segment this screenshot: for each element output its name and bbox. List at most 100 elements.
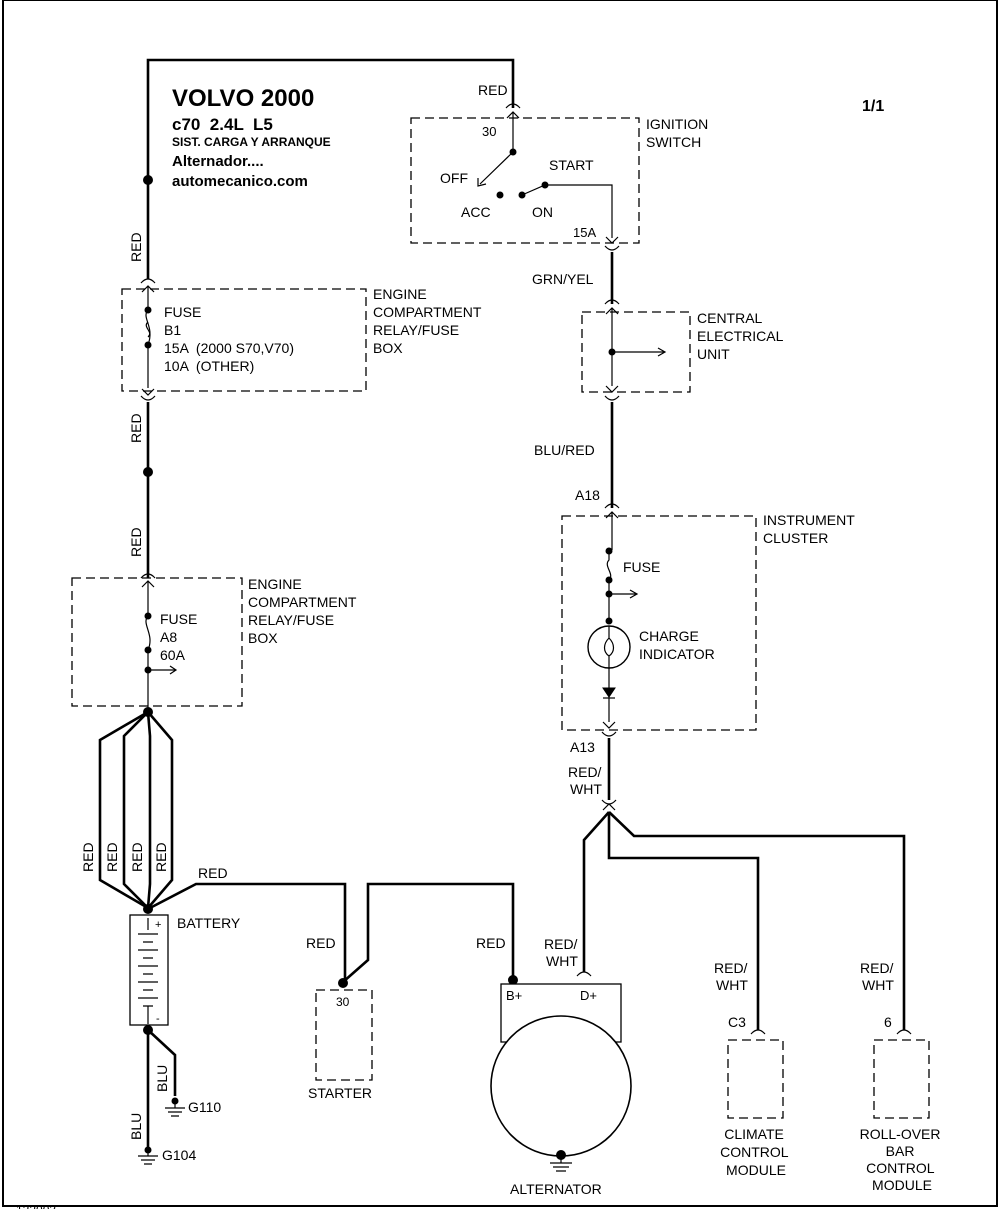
- wire-red-wht-to-climate: [607, 812, 760, 1030]
- wire-label-red: RED: [128, 232, 144, 262]
- label-line: CHARGE: [639, 628, 699, 644]
- ignition-terminal-15a: 15A: [573, 225, 596, 240]
- connector: [604, 503, 620, 550]
- label-line: UNIT: [697, 346, 730, 362]
- label-line: RELAY/FUSE: [248, 612, 334, 628]
- wire-label-red: RED: [153, 842, 169, 872]
- wire-label-red: RED: [306, 935, 336, 951]
- starter-label: STARTER: [308, 1085, 372, 1101]
- climate-terminal: C3: [728, 1014, 746, 1030]
- starter-terminal: 30: [336, 995, 350, 1009]
- connector: [604, 299, 620, 386]
- wire-red-feed-1: [98, 710, 149, 910]
- ceu-label: CENTRAL ELECTRICAL UNIT: [697, 310, 787, 362]
- wire-red-top: [146, 58, 515, 279]
- connector: [896, 1029, 912, 1035]
- fuse-a8-arrow: [148, 665, 178, 675]
- figure-id: 122003: [16, 1203, 56, 1209]
- charge-indicator-filament: [603, 626, 615, 668]
- battery-minus: -: [156, 1013, 160, 1025]
- fuse-b1-line: FUSE: [164, 304, 201, 320]
- wire-label-blu-red: BLU/RED: [534, 442, 595, 458]
- label-line: BAR: [886, 1143, 915, 1159]
- cluster-arrow: [609, 589, 639, 599]
- fuse-b1-link: [145, 309, 151, 346]
- subject-line: Alternador....: [172, 153, 264, 170]
- starter: [315, 989, 373, 1081]
- label-line: ENGINE: [373, 286, 427, 302]
- ignition-switch-label: IGNITION SWITCH: [646, 116, 712, 150]
- connector: [140, 388, 156, 401]
- label-line: COMPARTMENT: [248, 594, 357, 610]
- instrument-cluster-label: INSTRUMENT CLUSTER: [763, 512, 858, 546]
- splice-dot: [508, 975, 518, 985]
- rollover-terminal: 6: [884, 1014, 892, 1030]
- wire-label-red: RED: [478, 82, 508, 98]
- label-line: CENTRAL: [697, 310, 763, 326]
- label-line: CLIMATE: [724, 1126, 784, 1142]
- label-line: MODULE: [872, 1177, 932, 1193]
- ignition-switch: [410, 117, 640, 244]
- ignition-off: OFF: [440, 170, 468, 186]
- fuse-b1-line: B1: [164, 322, 181, 338]
- cluster-node: [605, 576, 613, 584]
- fuse-a8-line: FUSE: [160, 611, 197, 627]
- fuse-box-b1: [121, 288, 367, 392]
- central-electrical-unit: [581, 311, 691, 393]
- splice-dot: [143, 175, 153, 185]
- ignition-terminal-30: 30: [482, 124, 496, 139]
- wire-label-red: RED: [129, 842, 145, 872]
- wire-red-starter-alternator: [342, 882, 515, 983]
- label-line: CLUSTER: [763, 530, 828, 546]
- cluster-diode: [602, 687, 616, 698]
- fuse-a8-node: [144, 646, 152, 654]
- switch-start-blade: [521, 184, 565, 196]
- label-line: COMPARTMENT: [373, 304, 482, 320]
- label-line: BOX: [248, 630, 278, 646]
- ground-symbol: [138, 1150, 158, 1165]
- ground-g104-label: G104: [162, 1147, 196, 1163]
- alternator-label: ALTERNATOR: [510, 1181, 602, 1197]
- connector: [601, 799, 617, 811]
- connector: [505, 103, 521, 152]
- label-line: ENGINE: [248, 576, 302, 592]
- label-line: IGNITION: [646, 116, 708, 132]
- ground-g110-label: G110: [188, 1099, 221, 1115]
- label-line: ELECTRICAL: [697, 328, 784, 344]
- climate-module-label: CLIMATE CONTROL MODULE: [720, 1126, 792, 1178]
- wire-label-red: RED: [476, 935, 506, 951]
- alternator-terminal-d: D+: [580, 988, 597, 1003]
- wire-label-red: RED: [80, 842, 96, 872]
- cluster-fuse: [606, 551, 612, 620]
- label-line: WHT: [546, 953, 578, 969]
- wire-red-feed-4: [147, 711, 174, 909]
- wire-label-grn-yel: GRN/YEL: [532, 271, 594, 287]
- label-line: RELAY/FUSE: [373, 322, 459, 338]
- switch-blade: [477, 151, 514, 187]
- climate-control-module: [727, 1039, 784, 1119]
- label-line: RED/: [568, 764, 602, 780]
- battery-cells: [138, 918, 158, 1024]
- title: VOLVO 2000: [172, 85, 314, 112]
- connector: [601, 721, 617, 737]
- ground-symbol: [165, 1101, 185, 1117]
- instrument-cluster: [561, 515, 757, 731]
- ignition-start: START: [549, 157, 594, 173]
- connector: [604, 236, 620, 251]
- ignition-on: ON: [532, 204, 553, 220]
- charge-indicator-label: CHARGE INDICATOR: [639, 628, 715, 662]
- wire-label-red-wht: RED/ WHT: [714, 960, 751, 993]
- label-line: ROLL-OVER: [860, 1126, 941, 1142]
- label-line: SWITCH: [646, 134, 701, 150]
- alternator-body: [490, 1015, 632, 1157]
- wire-red-feed-2: [122, 711, 149, 909]
- cluster-terminal-a18: A18: [575, 487, 600, 503]
- label-line: CONTROL: [866, 1160, 935, 1176]
- ceu-arrow: [612, 347, 667, 357]
- wire-red-feed-3: [146, 711, 152, 909]
- fuse-a8-line: A8: [160, 629, 177, 645]
- wire-label-red: RED: [128, 527, 144, 557]
- connector: [140, 573, 156, 600]
- page-number: 1/1: [862, 98, 884, 115]
